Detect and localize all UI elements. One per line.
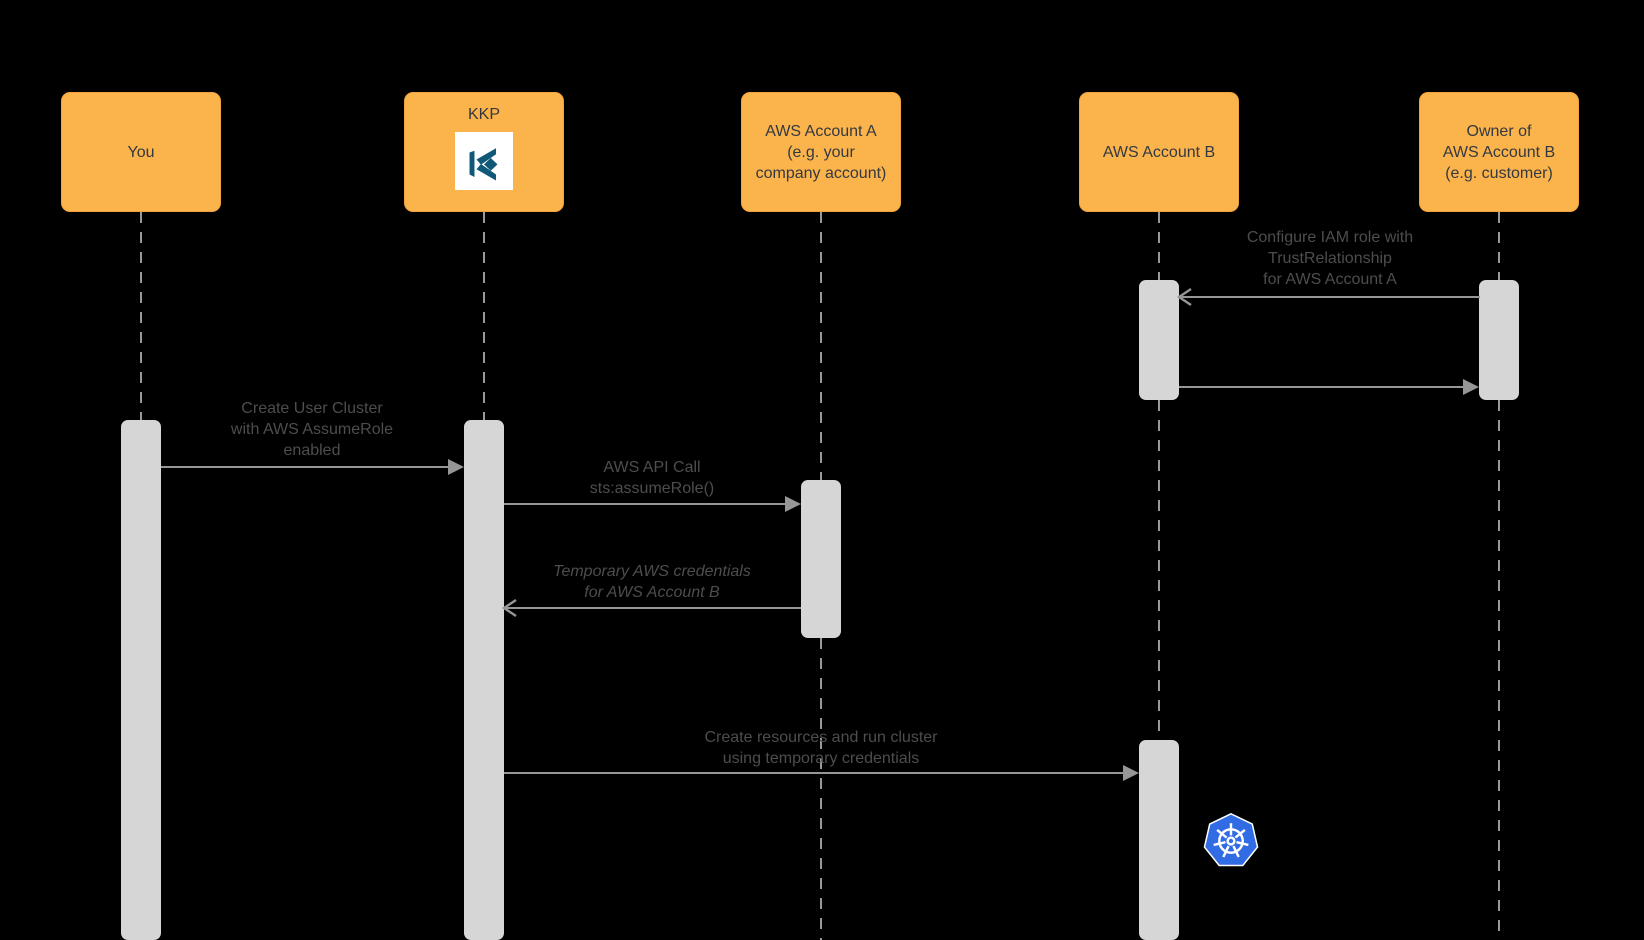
message-create-user-cluster-line (161, 466, 449, 468)
lifeline-owner (1498, 212, 1500, 280)
message-create-user-cluster-label: Create User Cluster with AWS AssumeRole … (230, 400, 394, 459)
actor-owner-aws-account-b: Owner of AWS Account B (e.g. customer) (1419, 92, 1579, 212)
actor-kkp-label: KKP (467, 106, 500, 123)
kubernetes-logo-icon (1201, 811, 1261, 876)
message-configure-iam-role-line (1181, 296, 1480, 298)
actor-you-label: You (127, 143, 155, 161)
message-configure-iam-role-label: Configure IAM role with TrustRelationshi… (1246, 229, 1414, 288)
kubermatic-logo-icon (455, 132, 513, 190)
actor-you: You (61, 92, 221, 212)
activation-bar-owner (1479, 280, 1519, 400)
message-aws-api-call-label: AWS API Call sts:assumeRole() (589, 459, 715, 497)
activation-bar-you (121, 420, 161, 940)
activation-bar-aws-account-a (801, 480, 841, 638)
actor-aws-account-b: AWS Account B (1079, 92, 1239, 212)
filled-arrowhead-right-icon (448, 459, 464, 475)
lifeline-owner (1498, 400, 1500, 940)
filled-arrowhead-right-icon (1463, 379, 1479, 395)
lifeline-kkp (483, 212, 485, 420)
actor-owner-label: Owner of AWS Account B (e.g. customer) (1442, 122, 1556, 182)
actor-aws-account-a: AWS Account A (e.g. your company account… (741, 92, 901, 212)
actor-aws-account-b-label: AWS Account B (1102, 143, 1216, 161)
lifeline-aws-account-a (820, 638, 822, 940)
filled-arrowhead-right-icon (1123, 765, 1139, 781)
lifeline-aws-account-a (820, 212, 822, 480)
message-temporary-credentials-line (506, 607, 801, 609)
message-aws-api-call-line (504, 503, 786, 505)
lifeline-aws-account-b (1158, 400, 1160, 740)
activation-bar-kkp (464, 420, 504, 940)
lifeline-aws-account-b (1158, 212, 1160, 280)
message-return-to-owner-line (1179, 386, 1464, 388)
filled-arrowhead-right-icon (785, 496, 801, 512)
activation-bar-aws-account-b-2 (1139, 740, 1179, 940)
message-create-resources-label: Create resources and run cluster using t… (704, 729, 938, 767)
activation-bar-aws-account-b-1 (1139, 280, 1179, 400)
actor-kkp: KKP (404, 92, 564, 212)
message-create-resources-line (504, 772, 1124, 774)
message-temporary-credentials-label: Temporary AWS credentials for AWS Accoun… (553, 563, 751, 601)
open-arrowhead-left-icon (1175, 286, 1197, 313)
lifeline-you (140, 212, 142, 420)
open-arrowhead-left-icon (500, 597, 522, 624)
actor-aws-account-a-label: AWS Account A (e.g. your company account… (755, 122, 887, 182)
